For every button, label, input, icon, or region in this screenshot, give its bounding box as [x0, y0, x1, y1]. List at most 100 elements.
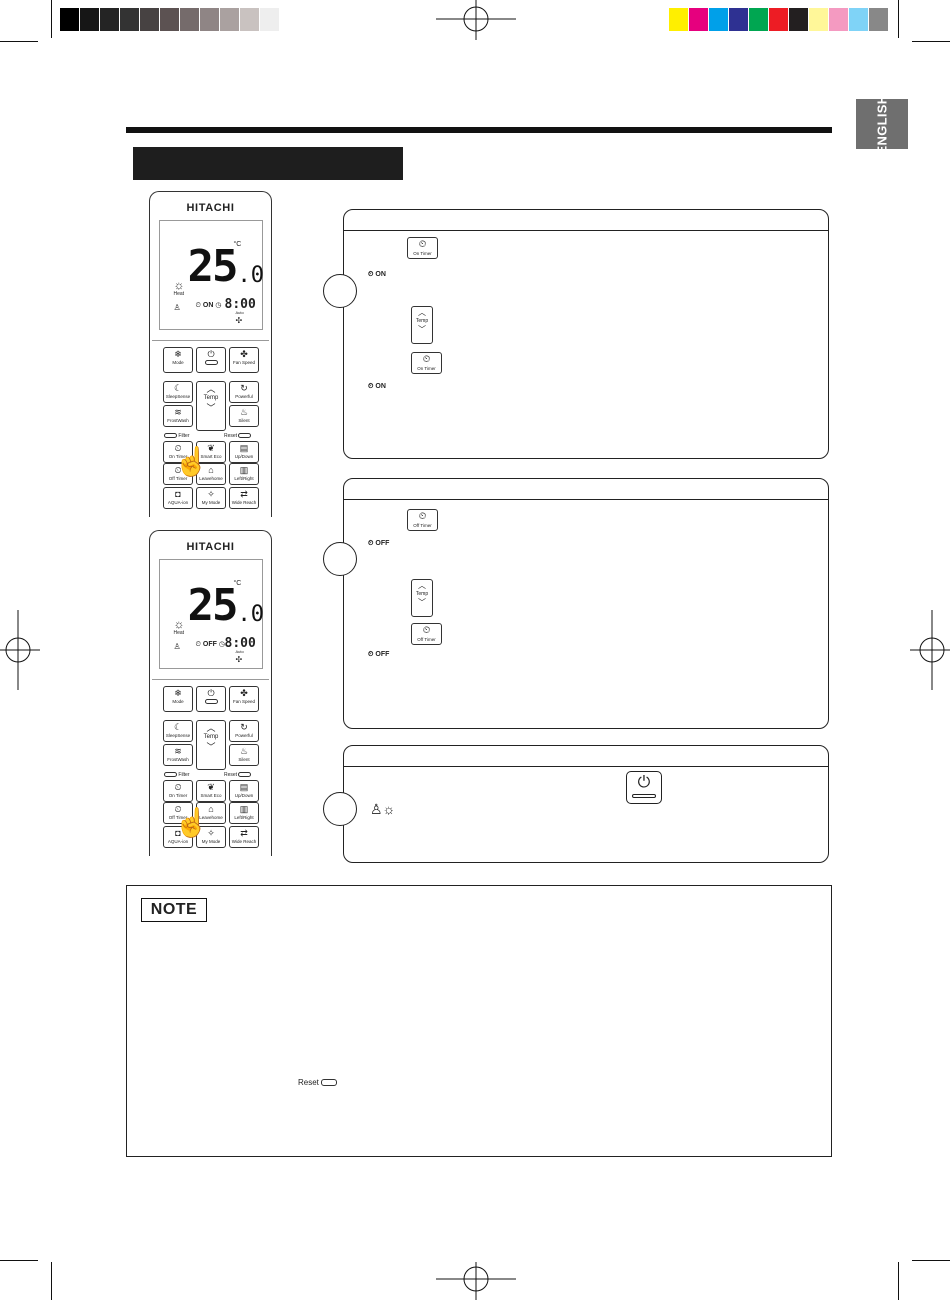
on-timer-button[interactable]: ⏲On Timer — [163, 780, 193, 802]
leavehome-button[interactable]: ⌂Leavehome — [196, 463, 226, 485]
power-icon: ⏻ — [637, 774, 651, 791]
powerful-button[interactable]: ↻Powerful — [229, 381, 259, 403]
timer-icon: ⏲ — [174, 782, 182, 792]
color-swatch — [260, 8, 280, 31]
frost-icon: ≋ — [174, 407, 182, 417]
mode-label: Heat — [173, 630, 185, 636]
temp-rocker[interactable]: ︿Temp﹀ — [411, 306, 433, 344]
fan-icon: ✤ — [240, 349, 248, 359]
temp-decimal: .0 — [237, 602, 265, 627]
up-down-button[interactable]: ▤Up/Down — [229, 780, 259, 802]
left-right-button[interactable]: ▥Left/Right — [229, 463, 259, 485]
power-button[interactable]: ⏻ — [196, 347, 226, 373]
registration-mark-right — [910, 610, 950, 690]
temp-digits: 25 — [187, 580, 239, 631]
sleepsense-button[interactable]: ☾SleepSense — [163, 381, 193, 403]
swing-icon: ▥ — [239, 465, 249, 475]
temp-digits: 25 — [187, 241, 239, 292]
silent-button[interactable]: ♨Silent — [229, 405, 259, 427]
on-timer-button[interactable]: ⏲On Timer — [163, 441, 193, 463]
registration-mark-bottom — [436, 1262, 516, 1300]
fan-speed-button[interactable]: ✤Fan Speed — [229, 347, 259, 373]
ion-icon: ◘ — [175, 828, 181, 838]
smart-eco-button[interactable]: ❦Smart Eco — [196, 780, 226, 802]
temp-rocker[interactable]: ︿Temp﹀ — [196, 381, 226, 431]
color-swatch — [789, 8, 809, 31]
on-timer-button[interactable]: ⏲On Timer — [411, 352, 442, 374]
up-arrow-icon: ︿ — [206, 723, 216, 733]
step-circle — [323, 274, 357, 308]
my-mode-button[interactable]: ✧My Mode — [196, 487, 226, 509]
button-panel: ❄Mode ⏻ ✤Fan Speed ☾SleepSense ︿Temp﹀ ↻P… — [152, 340, 269, 517]
note-box: NOTE Reset — [126, 885, 832, 1157]
crop-mark — [0, 1260, 38, 1261]
filter-label: Filter — [164, 433, 190, 439]
power-button[interactable]: ⏻ — [196, 686, 226, 712]
color-swatch — [240, 8, 260, 31]
crop-mark — [912, 41, 950, 42]
frostwash-button[interactable]: ≋FrostWash — [163, 405, 193, 427]
color-swatch — [849, 8, 869, 31]
panel-header — [344, 746, 828, 767]
timer-icon: ⏲ — [422, 625, 431, 636]
frostwash-button[interactable]: ≋FrostWash — [163, 744, 193, 766]
clock-readout: 8:00 — [224, 297, 256, 312]
mode-button[interactable]: ❄Mode — [163, 347, 193, 373]
silent-button[interactable]: ♨Silent — [229, 744, 259, 766]
temp-rocker[interactable]: ︿Temp﹀ — [196, 720, 226, 770]
up-arrow-icon: ︿ — [206, 384, 216, 394]
smart-eco-button[interactable]: ❦Smart Eco — [196, 441, 226, 463]
timer-icon: ⏲ — [418, 239, 427, 250]
timer-icon: ⏲ — [174, 443, 182, 453]
my-mode-button[interactable]: ✧My Mode — [196, 826, 226, 848]
leavehome-button[interactable]: ⌂Leavehome — [196, 802, 226, 824]
remote-off-timer: HITACHI °C 25 .0 ☼ Heat ♙ ⏲ OFF ◷ 8:00 A… — [149, 530, 272, 856]
up-arrow-icon: ︿ — [418, 581, 426, 590]
ion-icon: ◘ — [175, 489, 181, 499]
color-swatch — [869, 8, 889, 31]
up-down-button[interactable]: ▤Up/Down — [229, 441, 259, 463]
fan-icon: ✤ — [240, 688, 248, 698]
timer-on-tag: ⏲ ON — [368, 383, 386, 390]
off-timer-button[interactable]: ⏲Off Timer — [163, 463, 193, 485]
fan-speed-button[interactable]: ✤Fan Speed — [229, 686, 259, 712]
crop-mark — [0, 41, 38, 42]
off-timer-button[interactable]: ⏲Off Timer — [163, 802, 193, 824]
star-icon: ✧ — [207, 828, 215, 838]
remote-on-timer: HITACHI °C 25 .0 ☼ Heat ♙ ⏲ ON ◷ 8:00 Au… — [149, 191, 272, 517]
powerful-icon: ↻ — [240, 383, 248, 393]
fan-label: Auto — [235, 649, 244, 654]
wide-reach-button[interactable]: ⇄Wide Reach — [229, 487, 259, 509]
down-arrow-icon: ﹀ — [206, 403, 216, 413]
aqua-ion-button[interactable]: ◘AQUA-ion — [163, 826, 193, 848]
down-arrow-icon: ﹀ — [418, 598, 426, 607]
left-right-button[interactable]: ▥Left/Right — [229, 802, 259, 824]
step-circle — [323, 542, 357, 576]
powerful-button[interactable]: ↻Powerful — [229, 720, 259, 742]
panel-header — [344, 210, 828, 231]
mode-button[interactable]: ❄Mode — [163, 686, 193, 712]
timer-icon: ⏲ — [174, 465, 182, 475]
timer-on-tag: ⏲ ON — [368, 271, 386, 278]
language-tab-label: ENGLISH — [874, 94, 890, 154]
power-icon: ⏻ — [207, 688, 215, 698]
off-timer-button[interactable]: ⏲Off Timer — [411, 623, 442, 645]
color-swatch — [80, 8, 100, 31]
fan-label: Auto — [235, 310, 244, 315]
moon-icon: ☾ — [173, 722, 183, 732]
aqua-ion-button[interactable]: ◘AQUA-ion — [163, 487, 193, 509]
crop-mark — [51, 0, 52, 38]
power-button[interactable]: ⏻ — [626, 771, 662, 804]
off-timer-button[interactable]: ⏲Off Timer — [407, 509, 438, 531]
timer-off-tag: ⏲ OFF — [368, 651, 390, 658]
sun-icon: ☼ — [173, 617, 185, 631]
color-swatch — [100, 8, 120, 31]
sleepsense-button[interactable]: ☾SleepSense — [163, 720, 193, 742]
on-timer-button[interactable]: ⏲On Timer — [407, 237, 438, 259]
color-swatch — [60, 8, 80, 31]
wide-reach-button[interactable]: ⇄Wide Reach — [229, 826, 259, 848]
color-swatch — [689, 8, 709, 31]
reset-label: Reset — [224, 772, 252, 778]
reset-inline-label: Reset — [298, 1078, 338, 1087]
temp-rocker[interactable]: ︿Temp﹀ — [411, 579, 433, 617]
